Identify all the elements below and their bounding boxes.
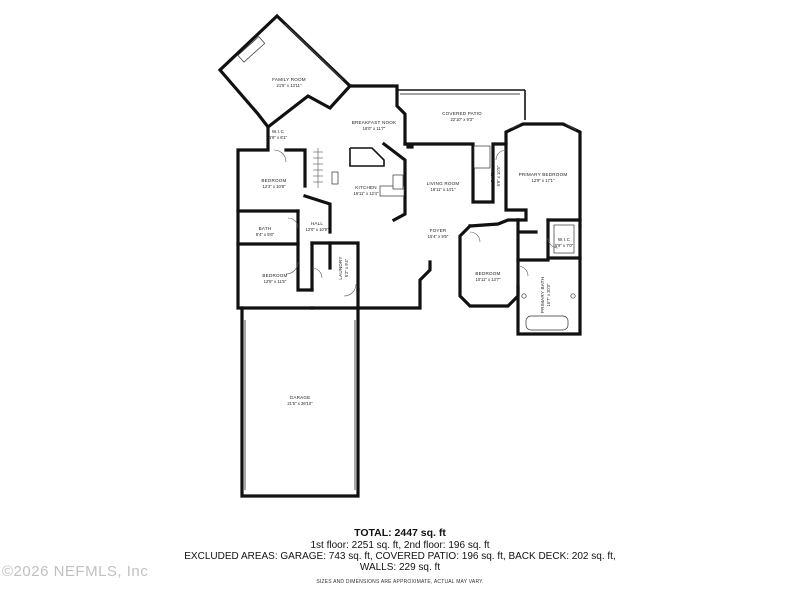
room-label-bedroom-2: BEDROOM 12'5" x 11'5" (262, 273, 287, 284)
room-label-foyer: FOYER 15'4" x 9'5" (428, 228, 449, 239)
floor-areas: 1st floor: 2251 sq. ft, 2nd floor: 196 s… (310, 540, 490, 551)
svg-text:W.I.C: W.I.C (272, 129, 285, 134)
room-label-breakfast-nook: BREAKFAST NOOK 16'0" x 11'7" (352, 120, 397, 131)
room-label-wic-left: W.I.C 6'9" x 6'1" (269, 129, 288, 140)
room-label-bedroom-1: BEDROOM 12'3" x 10'8" (261, 178, 286, 189)
svg-text:6'9" x 6'1": 6'9" x 6'1" (269, 135, 288, 140)
svg-text:PRIMARY BATH: PRIMARY BATH (540, 277, 545, 313)
svg-text:BREAKFAST NOOK: BREAKFAST NOOK (352, 120, 397, 125)
disclaimer: SIZES AND DIMENSIONS ARE APPROXIMATE, AC… (316, 579, 484, 585)
svg-text:12'5" x 11'5": 12'5" x 11'5" (264, 279, 287, 284)
room-label-living-room: LIVING ROOM 18'11" x 14'1" (427, 181, 460, 192)
room-label-kitchen: KITCHEN 16'11" x 12'4" (354, 185, 379, 196)
svg-text:HALL: HALL (311, 221, 324, 226)
svg-text:LIVING ROOM: LIVING ROOM (427, 181, 460, 186)
garage-walls (240, 306, 360, 498)
room-label-wic-right: W.I.C 5'9" x 7'0" (555, 237, 574, 248)
svg-text:22'10" x 9'3": 22'10" x 9'3" (451, 117, 474, 122)
room-label-covered-patio: COVERED PATIO 22'10" x 9'3" (442, 111, 482, 122)
svg-text:5'9" x 7'0": 5'9" x 7'0" (555, 243, 574, 248)
room-label-bath-2: BATH 8'4" x 5'6" (256, 226, 275, 237)
watermark: ©2026 NEFMLS, Inc (2, 563, 149, 580)
svg-text:BEDROOM: BEDROOM (475, 271, 500, 276)
svg-text:BEDROOM: BEDROOM (261, 178, 286, 183)
svg-text:12'3" x 10'8": 12'3" x 10'8" (263, 184, 286, 189)
svg-text:GARAGE: GARAGE (290, 395, 311, 400)
primary-suite-walls (458, 123, 582, 336)
room-label-bath-master: BATH 5'9" x 10'5" (490, 165, 501, 186)
svg-text:16'0" x 11'7": 16'0" x 11'7" (363, 126, 386, 131)
svg-text:5'9" x 10'5": 5'9" x 10'5" (496, 165, 501, 186)
svg-text:FOYER: FOYER (430, 228, 447, 233)
total-area: TOTAL: 2447 sq. ft (354, 527, 446, 539)
svg-text:21'5" x 13'11": 21'5" x 13'11" (277, 83, 302, 88)
svg-text:18'11" x 14'1": 18'11" x 14'1" (431, 187, 456, 192)
svg-text:W.I.C: W.I.C (558, 237, 571, 242)
floor-plan: FAMILY ROOM 21'5" x 13'11" BREAKFAST NOO… (217, 13, 582, 498)
room-label-primary-bath: PRIMARY BATH 10'7" x 20'3" (540, 277, 551, 313)
svg-text:21'5" x 36'10": 21'5" x 36'10" (287, 401, 313, 406)
walls-area: WALLS: 229 sq. ft (359, 562, 441, 573)
door-swings (273, 149, 559, 297)
svg-text:COVERED PATIO: COVERED PATIO (442, 111, 482, 116)
svg-text:12'9" x 17'1": 12'9" x 17'1" (532, 178, 555, 183)
svg-text:15'4" x 9'5": 15'4" x 9'5" (428, 234, 449, 239)
room-label-hall: HALL 12'0" x 10'9" (306, 221, 329, 232)
family-room-walls (217, 13, 353, 130)
svg-text:BATH: BATH (490, 170, 495, 183)
svg-text:8'4" x 5'6": 8'4" x 5'6" (256, 232, 275, 237)
room-label-primary-bedroom: PRIMARY BEDROOM 12'9" x 17'1" (519, 172, 568, 183)
svg-text:KITCHEN: KITCHEN (355, 185, 377, 190)
kitchen-fixtures (313, 147, 405, 197)
svg-text:FAMILY ROOM: FAMILY ROOM (272, 77, 306, 82)
svg-text:10'11" x 13'7": 10'11" x 13'7" (476, 277, 501, 282)
excluded-areas: EXCLUDED AREAS: GARAGE: 743 sq. ft, COVE… (184, 551, 616, 562)
room-label-bedroom-3: BEDROOM 10'11" x 13'7" (475, 271, 501, 282)
room-label-garage: GARAGE 21'5" x 36'10" (287, 395, 313, 406)
svg-text:6'2" x 9'4": 6'2" x 9'4" (344, 258, 349, 277)
svg-text:12'0" x 10'9": 12'0" x 10'9" (306, 227, 329, 232)
main-walls (236, 84, 582, 310)
svg-text:16'11" x 12'4": 16'11" x 12'4" (354, 191, 379, 196)
svg-text:BATH: BATH (259, 226, 272, 231)
svg-text:LAUNDRY: LAUNDRY (338, 256, 343, 279)
room-label-family-room: FAMILY ROOM 21'5" x 13'11" (272, 77, 306, 88)
svg-text:BEDROOM: BEDROOM (262, 273, 287, 278)
svg-text:PRIMARY BEDROOM: PRIMARY BEDROOM (519, 172, 568, 177)
room-label-laundry: LAUNDRY 6'2" x 9'4" (338, 256, 349, 279)
svg-text:10'7" x 20'3": 10'7" x 20'3" (546, 283, 551, 306)
